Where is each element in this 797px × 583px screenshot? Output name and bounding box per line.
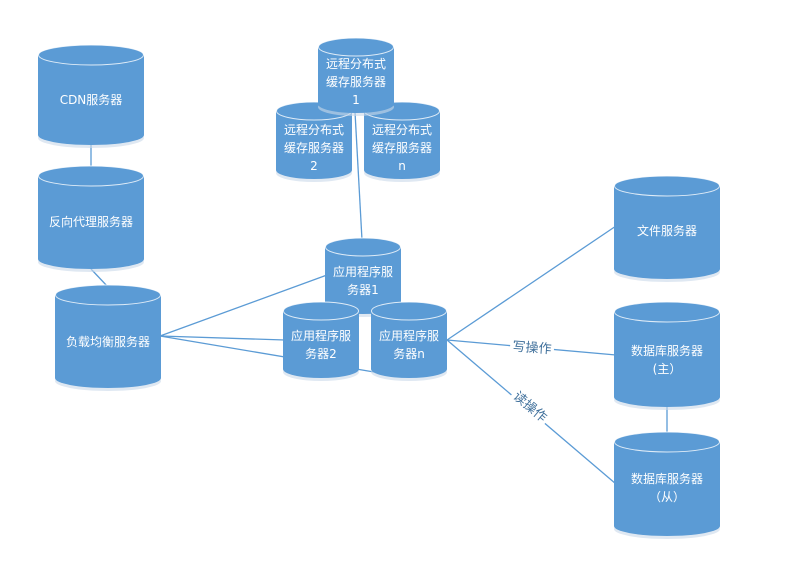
- cylinder-top: [325, 237, 401, 257]
- edge-app-n-to-file-server: [446, 225, 617, 341]
- cylinder-top: [318, 37, 394, 57]
- node-label: 文件服务器: [637, 223, 697, 238]
- node-label: 缓存服务器: [326, 74, 386, 89]
- node-db-slave: 数据库服务器 （从）: [614, 431, 720, 539]
- node-label: 务器2: [305, 346, 337, 361]
- node-label: 数据库服务器: [631, 471, 703, 486]
- cylinder-body: [38, 55, 144, 145]
- cylinder-top: [614, 301, 720, 323]
- node-label: CDN服务器: [60, 92, 123, 107]
- node-label: 应用程序服: [333, 264, 393, 279]
- node-label: 反向代理服务器: [49, 214, 133, 229]
- cylinder-body: [614, 312, 720, 407]
- node-label: 务器1: [347, 282, 379, 297]
- node-cdn: CDN服务器: [38, 44, 144, 148]
- cylinder-body: [38, 176, 144, 269]
- cylinder-body: [276, 111, 352, 179]
- node-label: 应用程序服: [291, 328, 351, 343]
- cylinder-body: [614, 186, 720, 279]
- edge-load-balancer-to-app-1: [159, 274, 328, 337]
- cylinder-body: [614, 442, 720, 536]
- cylinder-body: [371, 311, 447, 378]
- cylinder-top: [55, 284, 161, 306]
- node-label: 远程分布式: [372, 122, 432, 137]
- cylinder-body: [55, 295, 161, 388]
- node-label: 务器n: [393, 346, 425, 361]
- node-label: （从）: [649, 490, 685, 504]
- node-label: 远程分布式: [284, 122, 344, 137]
- edge-reverse-proxy-to-load-balancer: [90, 268, 109, 288]
- nodes-layer: CDN服务器反向代理服务器负载均衡服务器远程分布式缓存服务器2远程分布式缓存服务…: [38, 37, 720, 539]
- node-label: 缓存服务器: [284, 140, 344, 155]
- edge-label-app-n-to-db-master: 写操作: [512, 339, 552, 358]
- node-label: 负载均衡服务器: [66, 334, 150, 349]
- cylinder-top: [38, 44, 144, 66]
- node-label: 缓存服务器: [372, 140, 432, 155]
- cylinder-body: [318, 47, 394, 113]
- cylinder-top: [614, 175, 720, 197]
- node-label: (主）: [653, 362, 682, 376]
- node-label: 远程分布式: [326, 56, 386, 71]
- node-label: 1: [352, 93, 360, 107]
- cylinder-top: [371, 301, 447, 321]
- node-load-balancer: 负载均衡服务器: [55, 284, 161, 391]
- cylinder-body: [283, 311, 359, 378]
- cylinder-top: [283, 301, 359, 321]
- node-file-server: 文件服务器: [614, 175, 720, 282]
- node-label: n: [398, 159, 406, 173]
- cylinder-body: [325, 247, 401, 314]
- edge-load-balancer-to-app-2: [159, 335, 286, 341]
- node-label: 2: [310, 159, 318, 173]
- edge-label-app-n-to-db-slave: 读操作: [510, 388, 550, 425]
- node-label: 应用程序服: [379, 328, 439, 343]
- edge-cache-1-to-app-1: [354, 111, 363, 241]
- edge-label-background: [507, 387, 552, 429]
- cylinder-top: [38, 165, 144, 187]
- node-db-master: 数据库服务器 (主）: [614, 301, 720, 410]
- cylinder-top: [614, 431, 720, 453]
- node-reverse-proxy: 反向代理服务器: [38, 165, 144, 272]
- node-label: 数据库服务器: [631, 343, 703, 358]
- cylinder-body: [364, 111, 440, 179]
- edge-label-background: [509, 339, 555, 359]
